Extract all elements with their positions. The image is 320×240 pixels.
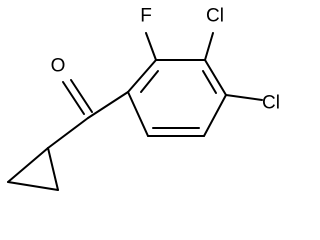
bond-ring-6-1 <box>127 91 149 137</box>
bond-carbonyl-o-b <box>70 79 93 113</box>
bond-carbonyl-o-a <box>62 81 85 115</box>
bond-cp-2 <box>7 181 59 191</box>
bond-cp-3 <box>47 147 59 191</box>
bond-ring-3-4 <box>204 59 227 96</box>
bond-carbonyl-ring <box>87 91 129 119</box>
atom-label-fluorine: F <box>140 6 152 27</box>
benzene-ring <box>127 59 227 137</box>
substituent-bonds <box>145 32 263 101</box>
bond-cp-carbonyl <box>47 117 89 149</box>
bond-ring-4-5 <box>203 94 227 137</box>
bond-c2-f <box>145 32 157 61</box>
atom-label-chlorine-3: Cl <box>206 6 224 27</box>
chemical-structure: O F Cl Cl <box>7 6 280 191</box>
bond-ring-1-2 <box>127 59 157 93</box>
ketone-group <box>47 79 129 149</box>
bond-ring-inner-1 <box>140 70 159 93</box>
bond-c3-cl <box>204 32 214 61</box>
bond-ring-inner-2 <box>202 70 217 94</box>
atom-label-chlorine-4: Cl <box>262 93 280 114</box>
cyclopropyl-ring <box>7 147 59 191</box>
bond-c4-cl <box>225 94 263 101</box>
bond-cp-1 <box>7 147 49 183</box>
atom-label-oxygen: O <box>51 56 66 77</box>
